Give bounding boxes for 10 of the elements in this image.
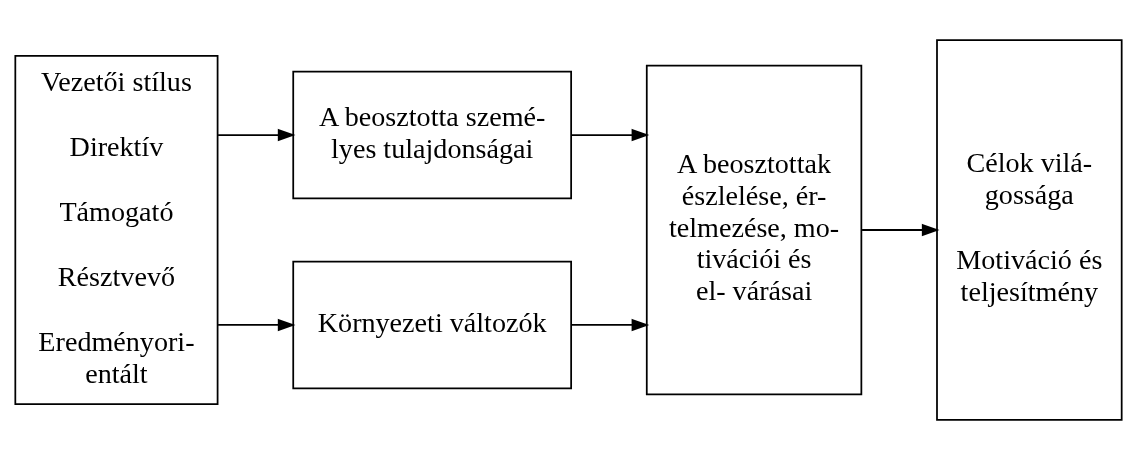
arrow [217,318,296,332]
node-box: Célok vilá- gossága Motiváció és teljesítmény [936,39,1123,421]
arrow [570,318,650,332]
node-box: Környezeti változók [292,260,572,390]
node-box: Vezetői stílus Direktív Támogató Résztvevő Eredményori- entált [14,55,219,405]
arrow [861,223,940,237]
arrow [570,128,650,142]
node-box: A beosztotta szemé- lyes tulajdonságai [292,70,572,200]
arrow [217,128,296,142]
node-box: A beosztottak észlelése, ér- telmezése, mo- tivációi és el- várásai [645,64,863,396]
